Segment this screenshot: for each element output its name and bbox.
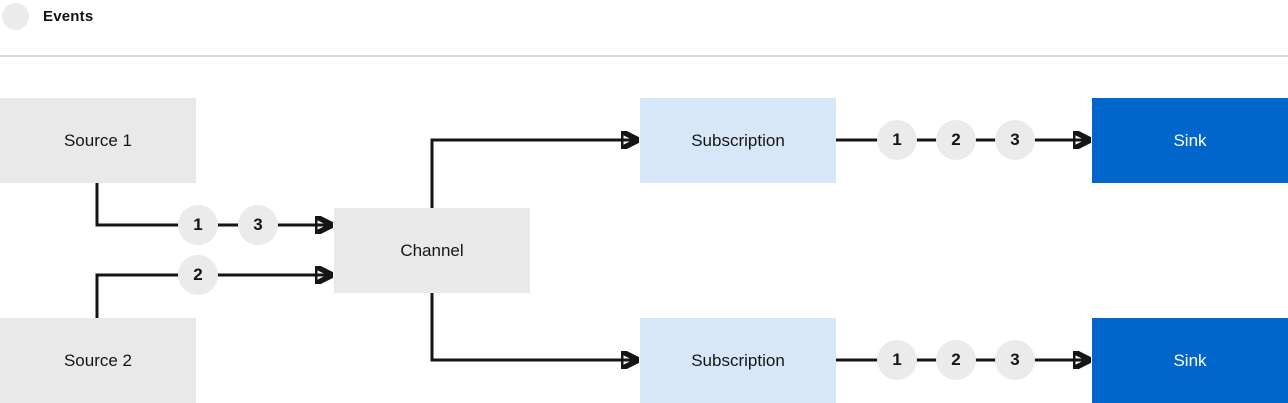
node-source-1: Source 1 (0, 98, 196, 183)
node-sink-top: Sink (1092, 98, 1288, 183)
node-subscription-bottom-label: Subscription (691, 350, 785, 370)
event-marker-3: 3 (995, 340, 1035, 380)
node-source-2: Source 2 (0, 318, 196, 403)
event-marker-3: 3 (238, 205, 278, 245)
node-channel: Channel (334, 208, 530, 293)
event-marker-1: 1 (877, 120, 917, 160)
event-marker-2: 2 (178, 255, 218, 295)
node-subscription-top-label: Subscription (691, 130, 785, 150)
arrow-channel-to-subscription-top (430, 140, 637, 208)
arrow-source2-to-channel (95, 275, 331, 318)
legend-divider (0, 55, 1288, 57)
node-source-2-label: Source 2 (63, 350, 133, 370)
node-sink-top-label: Sink (1173, 130, 1207, 150)
event-marker-2: 2 (936, 340, 976, 380)
node-subscription-top: Subscription (640, 98, 836, 183)
event-marker-1: 1 (877, 340, 917, 380)
legend-label: Events (43, 8, 94, 25)
event-marker-1: 1 (178, 205, 218, 245)
node-sink-bottom: Sink (1092, 318, 1288, 403)
event-marker-2: 2 (936, 120, 976, 160)
node-sink-bottom-label: Sink (1173, 350, 1207, 370)
event-marker-3: 3 (995, 120, 1035, 160)
node-channel-label: Channel (400, 240, 464, 260)
event-circle-icon (2, 3, 29, 30)
arrow-channel-to-subscription-bottom (430, 293, 637, 360)
node-source-1-label: Source 1 (63, 130, 133, 150)
node-subscription-bottom: Subscription (640, 318, 836, 403)
